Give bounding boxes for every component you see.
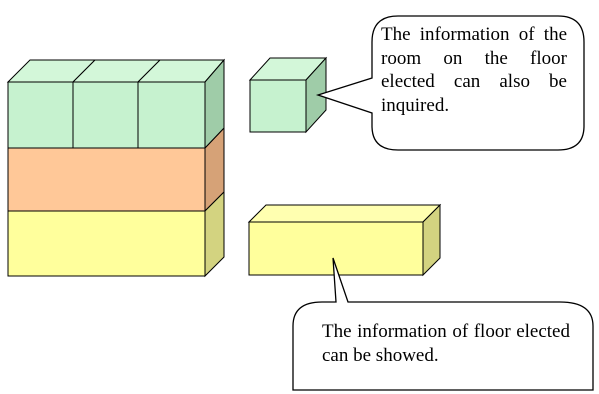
bottom-floor-front xyxy=(7,210,206,277)
floor-callout-bubble xyxy=(292,257,594,391)
selected-floor-front xyxy=(248,221,424,276)
bottom-floor-side xyxy=(204,190,225,278)
selected-floor-slab xyxy=(247,203,442,277)
selected-room-cube xyxy=(248,56,328,134)
middle-floor-front xyxy=(7,147,206,212)
floor-callout-text: The information of floor elected can be … xyxy=(322,321,570,366)
bottom-floor xyxy=(7,190,225,278)
room-3-front xyxy=(137,81,206,149)
room-2-front xyxy=(72,81,139,149)
top-floor-rooms xyxy=(6,58,226,150)
room-callout-bubble xyxy=(315,15,585,151)
room-callout-text: The information of the room on the floor… xyxy=(381,24,567,116)
selected-floor-top xyxy=(247,204,442,223)
room-1-front xyxy=(7,81,74,149)
selected-room-front xyxy=(249,79,307,133)
middle-floor xyxy=(7,126,225,213)
